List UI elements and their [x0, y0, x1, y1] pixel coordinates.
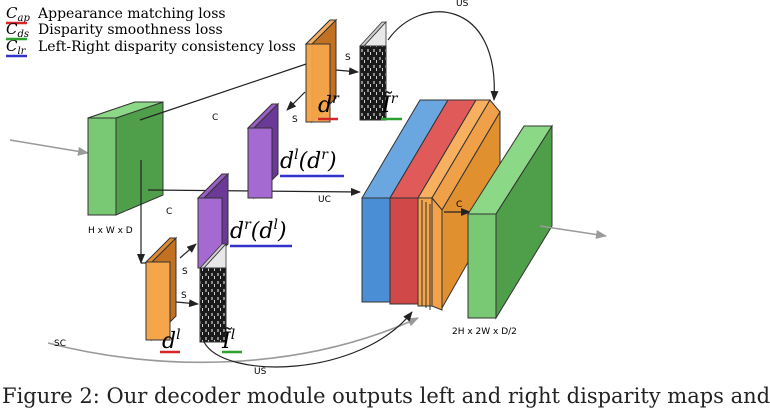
uc-label: UC — [318, 195, 331, 205]
dl-label: dl — [162, 327, 181, 354]
dr-dl-label: dr(dl) — [230, 217, 287, 244]
skip-connection-arrow — [47, 317, 419, 364]
c-label-left: C — [166, 207, 172, 217]
legend-symbol: Clr — [6, 37, 27, 57]
dl-dr-label: dl(dr) — [280, 147, 337, 174]
sample-arrow-to-purple-top — [286, 91, 306, 111]
reconstructed-left-image — [199, 242, 227, 344]
figure-caption: Figure 2: Our decoder module outputs lef… — [2, 384, 770, 408]
s-label-mid: S — [292, 115, 298, 125]
legend-text: Appearance matching loss — [37, 6, 226, 22]
us-label-bottom: US — [254, 367, 267, 377]
output-feature-block — [467, 124, 553, 320]
concat-red-face — [389, 197, 419, 305]
reconstructed-right-image — [359, 20, 387, 122]
input-arrow — [9, 139, 89, 156]
legend-item-consistency: Clr Left-Right disparity consistency los… — [6, 37, 296, 58]
s-label-bottom: S — [181, 291, 187, 301]
input-dims-label: H x W x D — [88, 226, 133, 236]
sample-arrow-bottom — [175, 299, 199, 308]
s-label-low: S — [182, 267, 188, 277]
us-label-top: US — [456, 0, 469, 9]
ir-label: Ĩr — [381, 90, 399, 118]
conv-arrow-top — [139, 59, 319, 121]
input-feature-block — [87, 101, 164, 216]
warped-left-disparity-face — [247, 127, 273, 199]
s-label-top: S — [345, 53, 351, 63]
dr-label: dr — [318, 91, 340, 118]
disparity-left-face — [145, 261, 171, 341]
output-arrow — [539, 225, 607, 239]
decoder-diagram: Cap Appearance matching loss Cds Dispari… — [6, 0, 607, 377]
sample-arrow-to-purple-bottom — [179, 243, 197, 259]
legend: Cap Appearance matching loss Cds Dispari… — [6, 4, 296, 58]
c-label-top: C — [212, 113, 218, 123]
legend-text: Disparity smoothness loss — [38, 22, 223, 38]
legend-symbol: Cap — [6, 4, 30, 24]
legend-item-appearance: Cap Appearance matching loss — [6, 4, 226, 25]
upsample-arrow-bottom — [203, 311, 413, 368]
concat-blue-face — [361, 197, 391, 303]
legend-text: Left-Right disparity consistency loss — [38, 39, 296, 55]
il-label: Ĩl — [221, 326, 235, 354]
output-dims-label: 2H x 2W x D/2 — [452, 327, 517, 337]
legend-item-smoothness: Cds Disparity smoothness loss — [6, 20, 223, 41]
upsample-arrow-top — [387, 11, 499, 101]
sc-label: SC — [54, 339, 66, 349]
sample-arrow-top — [335, 67, 359, 76]
legend-symbol: Cds — [6, 20, 29, 40]
c-label-output: C — [456, 200, 462, 210]
disparity-right-face — [305, 43, 331, 123]
